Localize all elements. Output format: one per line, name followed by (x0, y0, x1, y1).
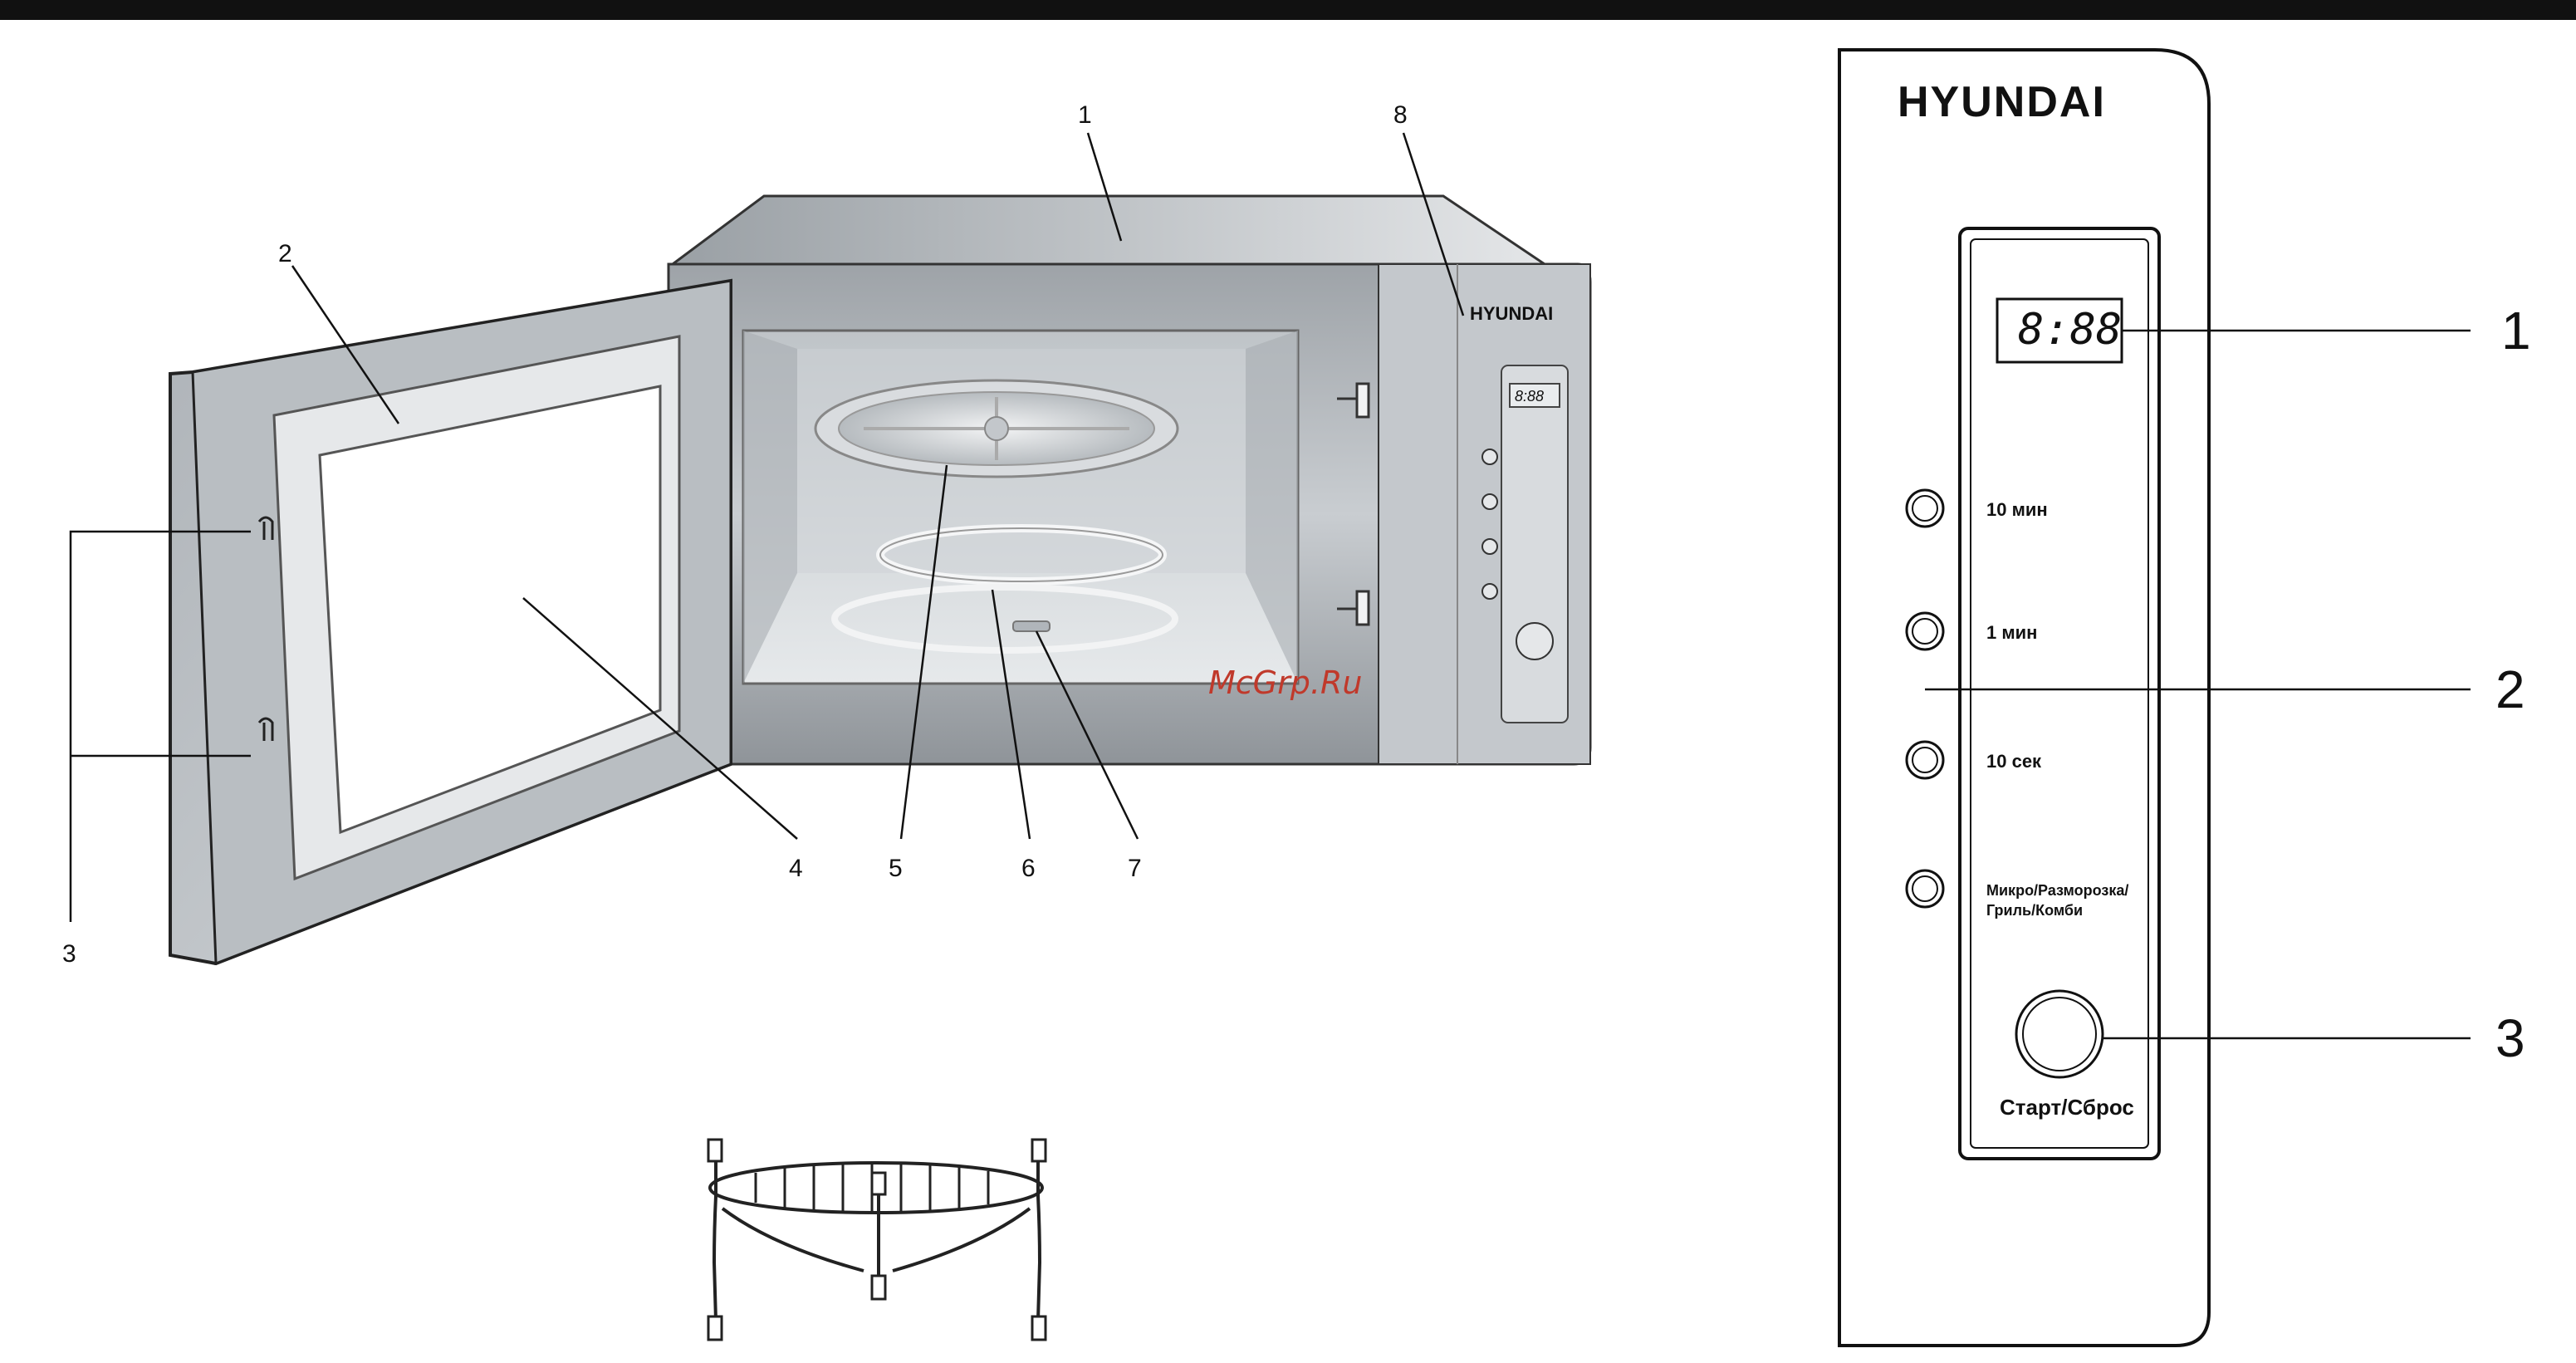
panel-button-10min[interactable] (1907, 490, 1943, 527)
callout-8: 8 (1393, 101, 1408, 129)
oven-display-text: 8:88 (1515, 388, 1544, 404)
panel-outline (1839, 50, 2209, 1346)
panel-label-10min: 10 мин (1986, 499, 2048, 520)
panel-label-mode-1: Микро/Разморозка/ (1986, 882, 2128, 899)
oven-button-10sec[interactable] (1482, 539, 1497, 554)
callout-2: 2 (278, 240, 292, 267)
callout-6: 6 (1021, 855, 1036, 882)
oven-button-mode[interactable] (1482, 584, 1497, 599)
watermark: McGrp.Ru (1208, 664, 1362, 701)
callout-1: 1 (1078, 101, 1092, 129)
callout-5: 5 (889, 855, 903, 882)
panel-label-1min: 1 мин (1986, 622, 2037, 643)
oven-top (673, 196, 1545, 264)
control-panel-diagram: HYUNDAI 8:88 10 мин 1 мин 10 сек Микро/Р… (1839, 50, 2531, 1346)
oven-button-1min[interactable] (1482, 494, 1497, 509)
panel-label-mode-2: Гриль/Комби (1986, 902, 2083, 919)
panel-button-mode[interactable] (1907, 870, 1943, 907)
grill-rack (708, 1140, 1046, 1340)
oven-brand: HYUNDAI (1470, 303, 1553, 324)
callout-4: 4 (789, 855, 803, 882)
panel-callout-2: 2 (2495, 659, 2525, 719)
rotating-coupler (1013, 621, 1050, 631)
panel-button-10sec[interactable] (1907, 742, 1943, 778)
panel-start-button[interactable] (2016, 991, 2103, 1077)
panel-button-1min[interactable] (1907, 613, 1943, 650)
panel-callout-3: 3 (2495, 1008, 2525, 1068)
panel-brand: HYUNDAI (1898, 78, 2106, 126)
panel-callout-1: 1 (2501, 301, 2531, 360)
oven-start-button[interactable] (1516, 623, 1553, 659)
panel-label-10sec: 10 сек (1986, 751, 2042, 772)
oven-door (170, 281, 731, 963)
callout-7: 7 (1128, 855, 1142, 882)
oven-button-10min[interactable] (1482, 449, 1497, 464)
panel-label-start: Старт/Сброс (2000, 1095, 2134, 1120)
panel-display-text: 8:88 (2018, 305, 2122, 355)
callout-3: 3 (62, 940, 76, 968)
